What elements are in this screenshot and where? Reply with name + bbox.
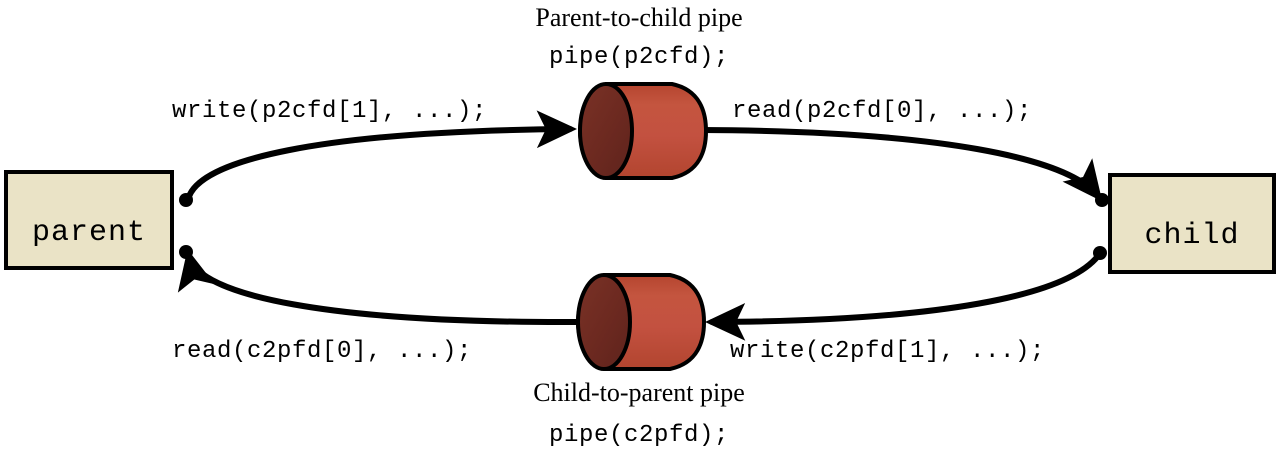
edge-parent-to-p2c-pipe xyxy=(185,110,577,203)
edge-label-write-c2p: write(c2pfd[1], ...); xyxy=(730,338,1045,365)
p2c-pipe-opening xyxy=(578,82,634,180)
child-node[interactable]: child xyxy=(1108,173,1276,274)
parent-write-port-dot xyxy=(179,193,193,207)
edge-child-to-c2p-pipe xyxy=(705,253,1101,341)
p2c-pipe-cylinder[interactable] xyxy=(578,82,708,180)
edge-label-read-p2c: read(p2cfd[0], ...); xyxy=(732,98,1032,125)
parent-read-port-dot xyxy=(179,245,193,259)
c2p-pipe-caption-title: Child-to-parent pipe xyxy=(533,378,745,407)
child-read-port-dot xyxy=(1095,193,1109,207)
c2p-pipe-opening xyxy=(576,273,632,371)
child-write-port-dot xyxy=(1093,246,1107,260)
child-box xyxy=(1108,173,1276,274)
p2c-pipe-caption-code: pipe(p2cfd); xyxy=(549,44,729,71)
parent-node[interactable]: parent xyxy=(4,170,174,270)
child-box-label: child xyxy=(1144,219,1239,253)
p2c-pipe-caption-title: Parent-to-child pipe xyxy=(535,3,742,32)
c2p-pipe-caption-code: pipe(c2pfd); xyxy=(549,422,729,449)
edge-p2c-pipe-to-child xyxy=(697,127,1103,202)
edge-label-write-p2c: write(p2cfd[1], ...); xyxy=(172,98,487,125)
edge-label-read-c2p: read(c2pfd[0], ...); xyxy=(172,338,472,365)
edge-c2p-pipe-to-parent xyxy=(177,249,579,326)
c2p-pipe-cylinder[interactable] xyxy=(576,273,706,371)
parent-box-label: parent xyxy=(32,216,146,250)
parent-box xyxy=(4,170,174,270)
